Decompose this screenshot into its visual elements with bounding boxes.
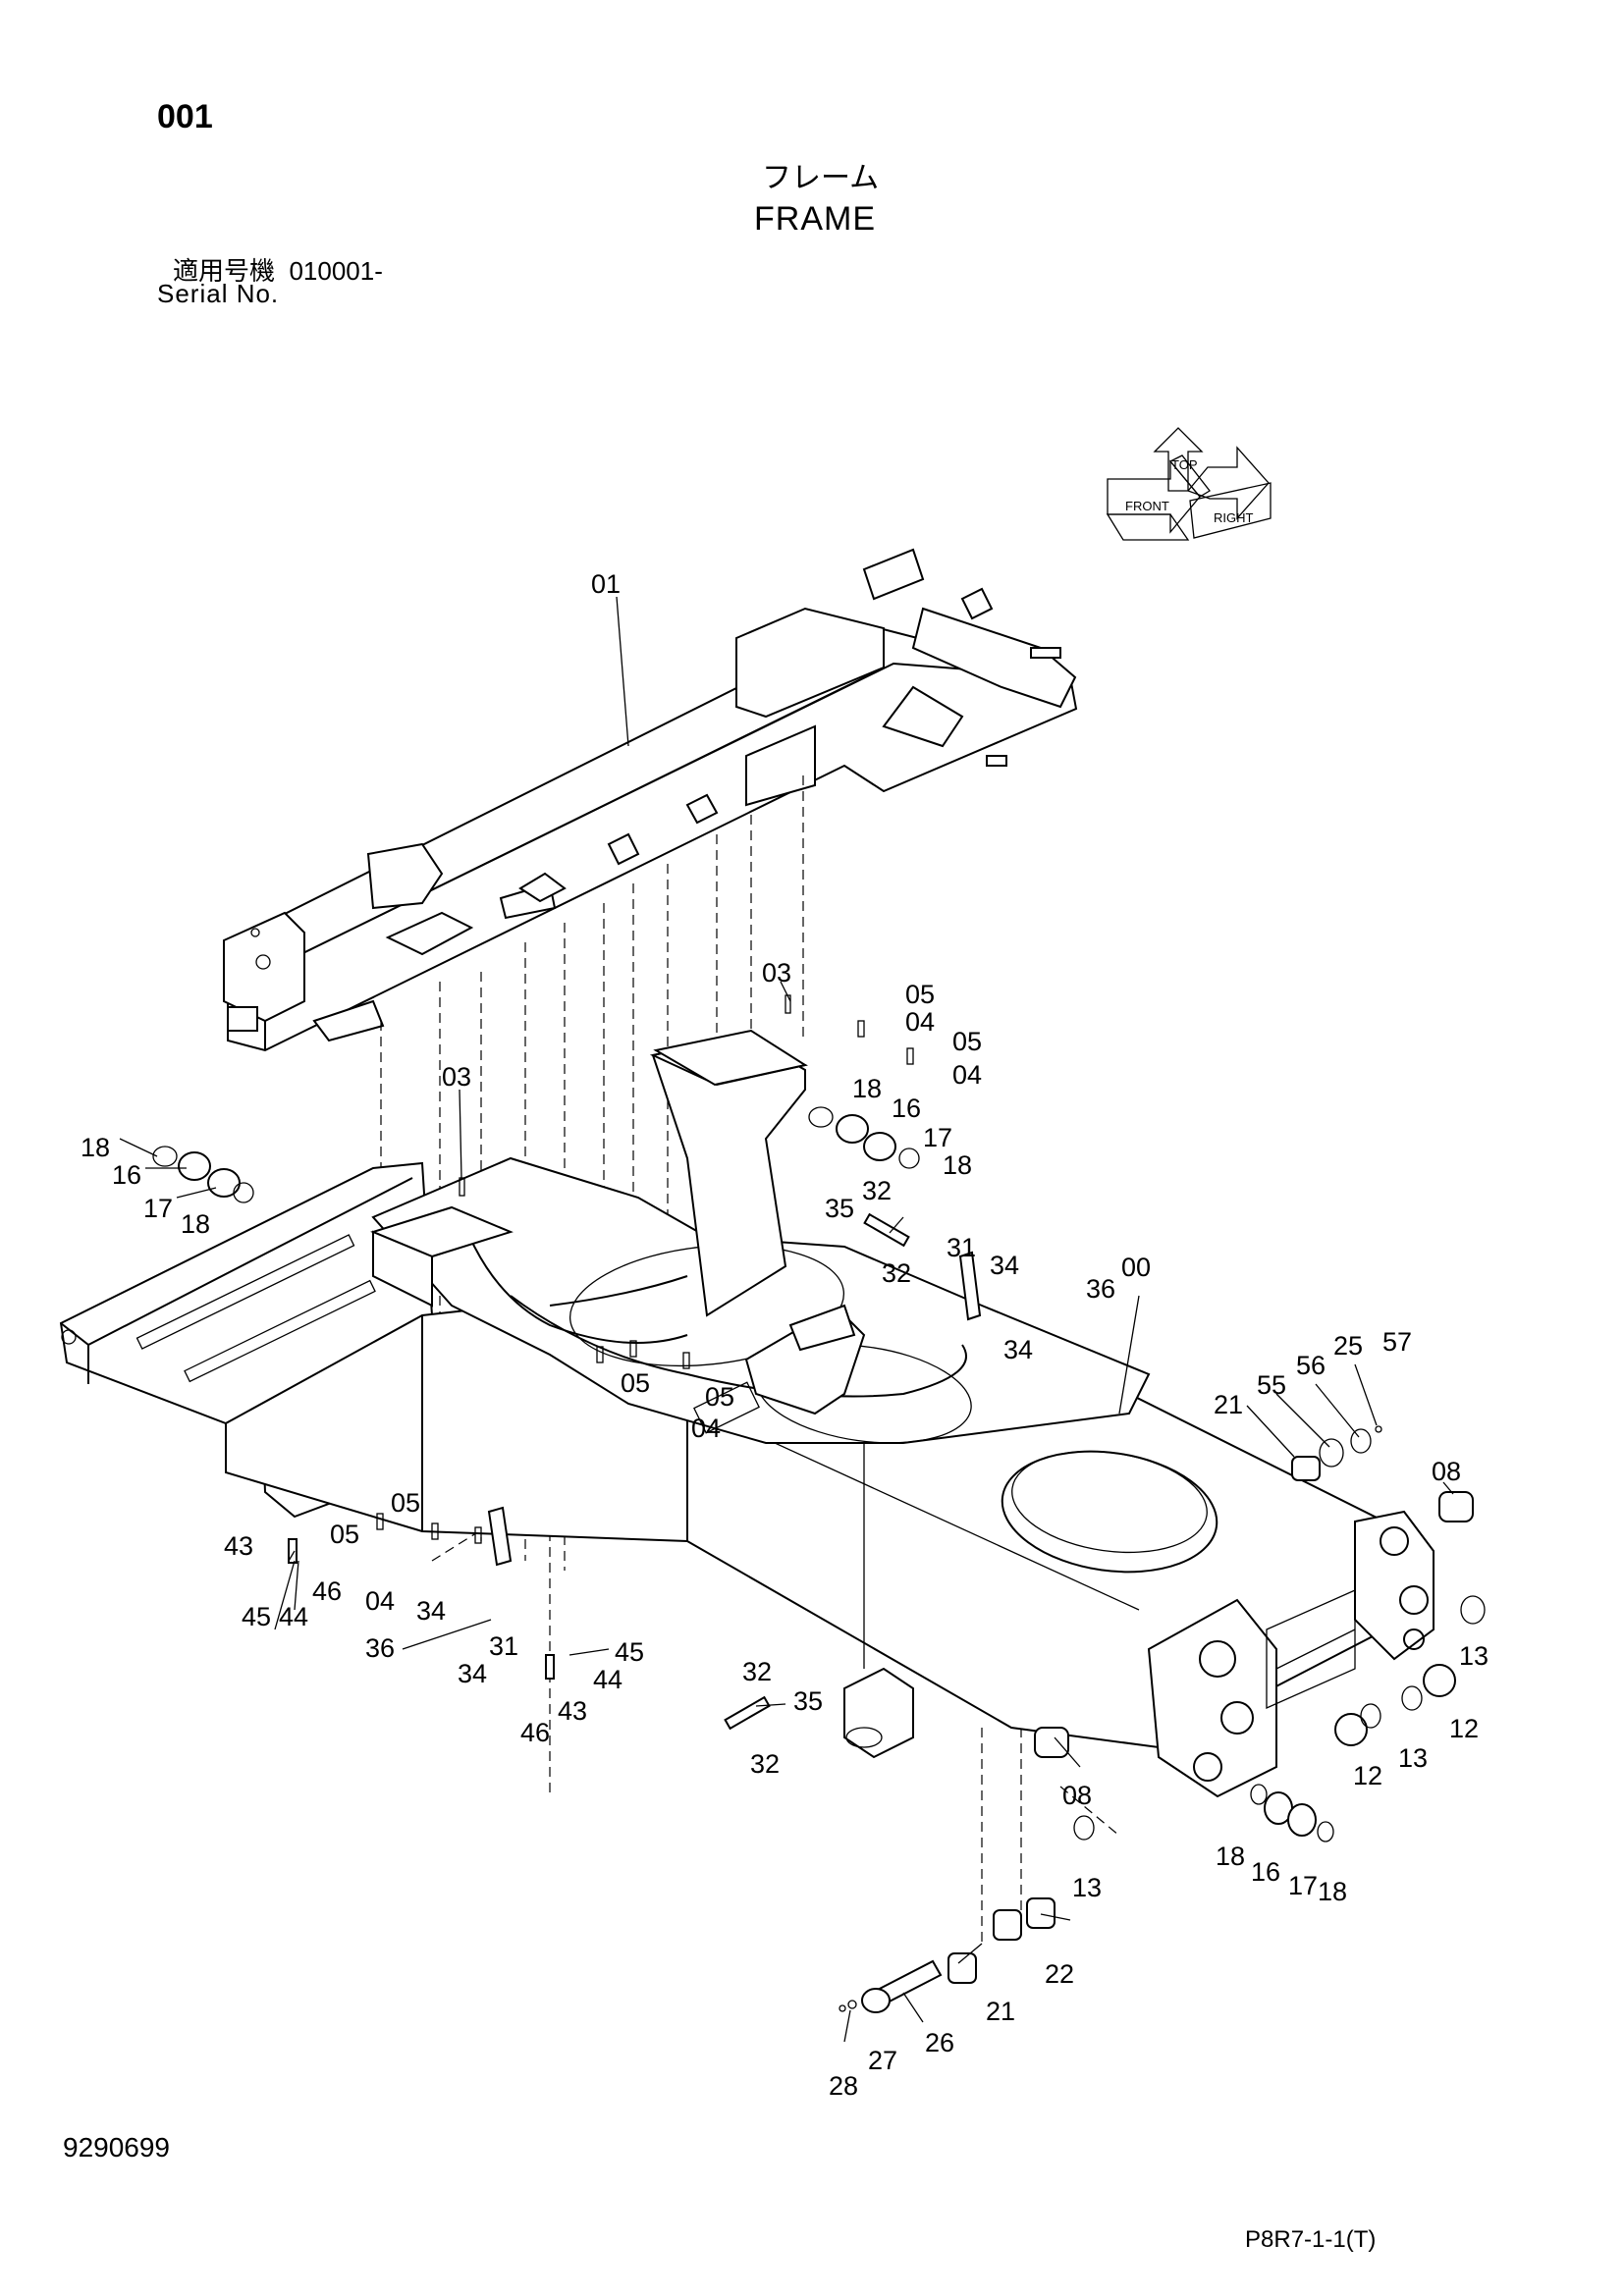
callout-label: 18 bbox=[181, 1209, 210, 1239]
callout-label: 28 bbox=[829, 2071, 858, 2101]
callout-label: 00 bbox=[1121, 1253, 1151, 1282]
callout-label: 04 bbox=[365, 1586, 395, 1616]
page-code: P8R7-1-1(T) bbox=[1245, 2226, 1377, 2253]
callout-label: 34 bbox=[990, 1251, 1019, 1280]
callout-label: 03 bbox=[762, 958, 791, 988]
callout-label: 26 bbox=[925, 2028, 954, 2057]
callout-label: 13 bbox=[1398, 1743, 1428, 1773]
callout-label: 05 bbox=[391, 1488, 420, 1518]
callout-label: 44 bbox=[279, 1602, 308, 1631]
callout-label: 32 bbox=[882, 1258, 911, 1288]
callout-label: 04 bbox=[691, 1414, 721, 1443]
callout-label: 18 bbox=[1318, 1877, 1347, 1906]
callout-label: 16 bbox=[892, 1094, 921, 1123]
callout-label: 31 bbox=[947, 1233, 976, 1262]
loose-parts bbox=[152, 994, 1486, 2013]
callout-label: 03 bbox=[442, 1062, 471, 1092]
callout-label: 21 bbox=[986, 1997, 1015, 2026]
callout-label: 08 bbox=[1062, 1781, 1092, 1810]
callout-label: 35 bbox=[793, 1686, 823, 1716]
callout-label: 45 bbox=[615, 1637, 644, 1667]
orientation-icon: FRONT RIGHT TOP bbox=[1106, 427, 1272, 541]
callout-label: 32 bbox=[862, 1176, 892, 1205]
callout-label: 17 bbox=[1288, 1871, 1318, 1900]
callout-labels: 01 00 03 03 05 04 05 04 18 16 17 18 18 1… bbox=[81, 569, 1489, 2101]
title-japanese: フレーム bbox=[762, 162, 880, 194]
callout-label: 21 bbox=[1214, 1390, 1243, 1419]
orientation-label: TOP bbox=[1171, 457, 1198, 472]
callout-label: 45 bbox=[242, 1602, 271, 1631]
callout-label: 18 bbox=[943, 1150, 972, 1180]
callout-label: 13 bbox=[1459, 1641, 1489, 1671]
callout-label: 36 bbox=[365, 1633, 395, 1663]
callout-label: 27 bbox=[868, 2046, 897, 2075]
callout-label: 04 bbox=[905, 1007, 935, 1037]
callout-label: 56 bbox=[1296, 1351, 1326, 1380]
callout-label: 12 bbox=[1449, 1714, 1479, 1743]
callout-label: 36 bbox=[1086, 1274, 1115, 1304]
callout-label: 32 bbox=[750, 1749, 780, 1779]
serial-value: 010001- bbox=[289, 256, 383, 286]
callout-label: 34 bbox=[416, 1596, 446, 1626]
callout-label: 08 bbox=[1432, 1457, 1461, 1486]
callout-label: 18 bbox=[852, 1074, 882, 1103]
callout-label: 46 bbox=[520, 1718, 550, 1747]
callout-label: 34 bbox=[1003, 1335, 1033, 1364]
callout-label: 05 bbox=[621, 1368, 650, 1398]
orientation-label: RIGHT bbox=[1214, 510, 1254, 525]
title-english: FRAME bbox=[754, 200, 876, 238]
callout-label: 22 bbox=[1045, 1959, 1074, 1989]
callout-label: 44 bbox=[593, 1665, 623, 1694]
callout-label: 43 bbox=[558, 1696, 587, 1726]
callout-label: 05 bbox=[905, 980, 935, 1009]
callout-label: 18 bbox=[81, 1133, 110, 1162]
orientation-label: FRONT bbox=[1125, 499, 1169, 513]
serial-label-jp: 適用号機 bbox=[173, 256, 276, 286]
callout-label: 55 bbox=[1257, 1370, 1286, 1400]
callout-label: 57 bbox=[1382, 1327, 1412, 1357]
callout-label: 25 bbox=[1333, 1331, 1363, 1361]
serial-label-english: Serial No. bbox=[157, 279, 280, 308]
callout-label: 05 bbox=[952, 1027, 982, 1056]
callout-label: 16 bbox=[1251, 1857, 1280, 1887]
callout-label: 31 bbox=[489, 1631, 518, 1661]
serial-label-japanese: 適用号機 010001- bbox=[173, 251, 383, 288]
page-number: 001 bbox=[157, 98, 213, 135]
callout-label: 16 bbox=[112, 1160, 141, 1190]
callout-label: 17 bbox=[923, 1123, 952, 1152]
callout-label: 13 bbox=[1072, 1873, 1102, 1902]
callout-label: 34 bbox=[458, 1659, 487, 1688]
leader-lines bbox=[119, 596, 1454, 2043]
callout-label: 17 bbox=[143, 1194, 173, 1223]
callout-label: 05 bbox=[705, 1382, 734, 1412]
upper-frame bbox=[223, 548, 1078, 1052]
callout-label: 46 bbox=[312, 1576, 342, 1606]
callout-label: 18 bbox=[1216, 1842, 1245, 1871]
callout-label: 04 bbox=[952, 1060, 982, 1090]
callout-label: 32 bbox=[742, 1657, 772, 1686]
callout-label: 05 bbox=[330, 1520, 359, 1549]
document-number: 9290699 bbox=[63, 2132, 171, 2163]
callout-label: 35 bbox=[825, 1194, 854, 1223]
callout-label: 43 bbox=[224, 1531, 253, 1561]
callout-label: 01 bbox=[591, 569, 621, 599]
callout-label: 12 bbox=[1353, 1761, 1382, 1790]
